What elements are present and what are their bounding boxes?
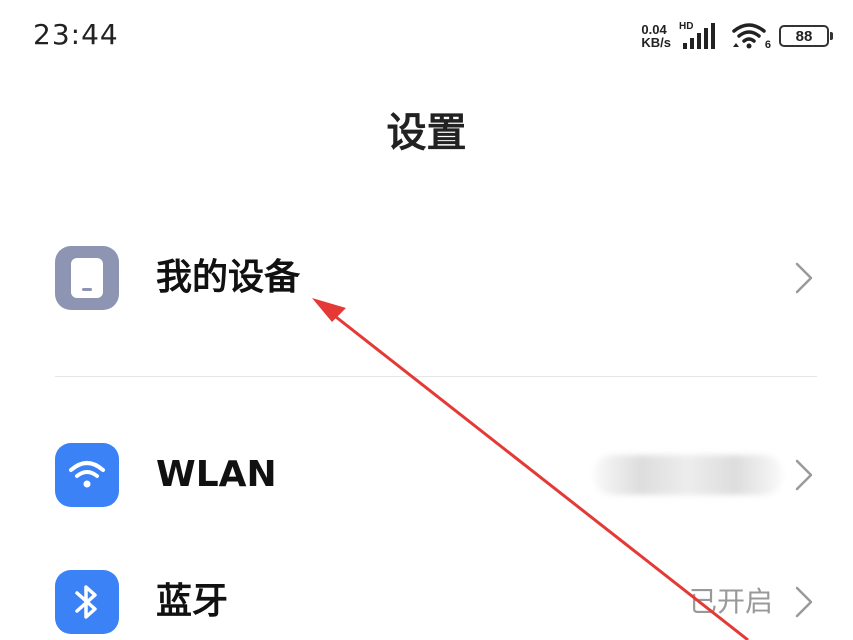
network-speed-unit: KB/s [641, 35, 671, 50]
status-icons: 0.04 KB/s HD 6 88 [641, 20, 833, 52]
network-speed-value: 0.04 [641, 22, 667, 37]
battery-icon: 88 [779, 25, 833, 47]
wlan-network-name-redacted [593, 455, 783, 495]
settings-item-my-device[interactable]: 我的设备 [0, 246, 853, 326]
phone-device-icon [55, 246, 119, 310]
cellular-signal-icon: HD [679, 21, 723, 51]
wifi-status-icon: 6 [731, 21, 771, 51]
section-divider [55, 376, 817, 377]
settings-item-bluetooth[interactable]: 蓝牙 已开启 [0, 570, 853, 640]
wifi-icon [55, 443, 119, 507]
wifi-6-badge: 6 [764, 39, 771, 51]
settings-item-label: WLAN [156, 454, 277, 495]
network-speed: 0.04 KB/s [641, 23, 671, 49]
page-title: 设置 [386, 110, 467, 156]
bluetooth-icon [55, 570, 119, 634]
battery-level: 88 [795, 27, 813, 45]
chevron-right-icon [795, 459, 813, 491]
settings-item-wlan[interactable]: WLAN [0, 443, 853, 523]
status-time: 23:44 [33, 18, 119, 51]
bluetooth-status: 已开启 [688, 585, 773, 618]
hd-badge: HD [679, 21, 694, 32]
chevron-right-icon [795, 586, 813, 618]
settings-item-label: 我的设备 [156, 257, 301, 298]
chevron-right-icon [795, 262, 813, 294]
settings-item-label: 蓝牙 [156, 581, 229, 622]
